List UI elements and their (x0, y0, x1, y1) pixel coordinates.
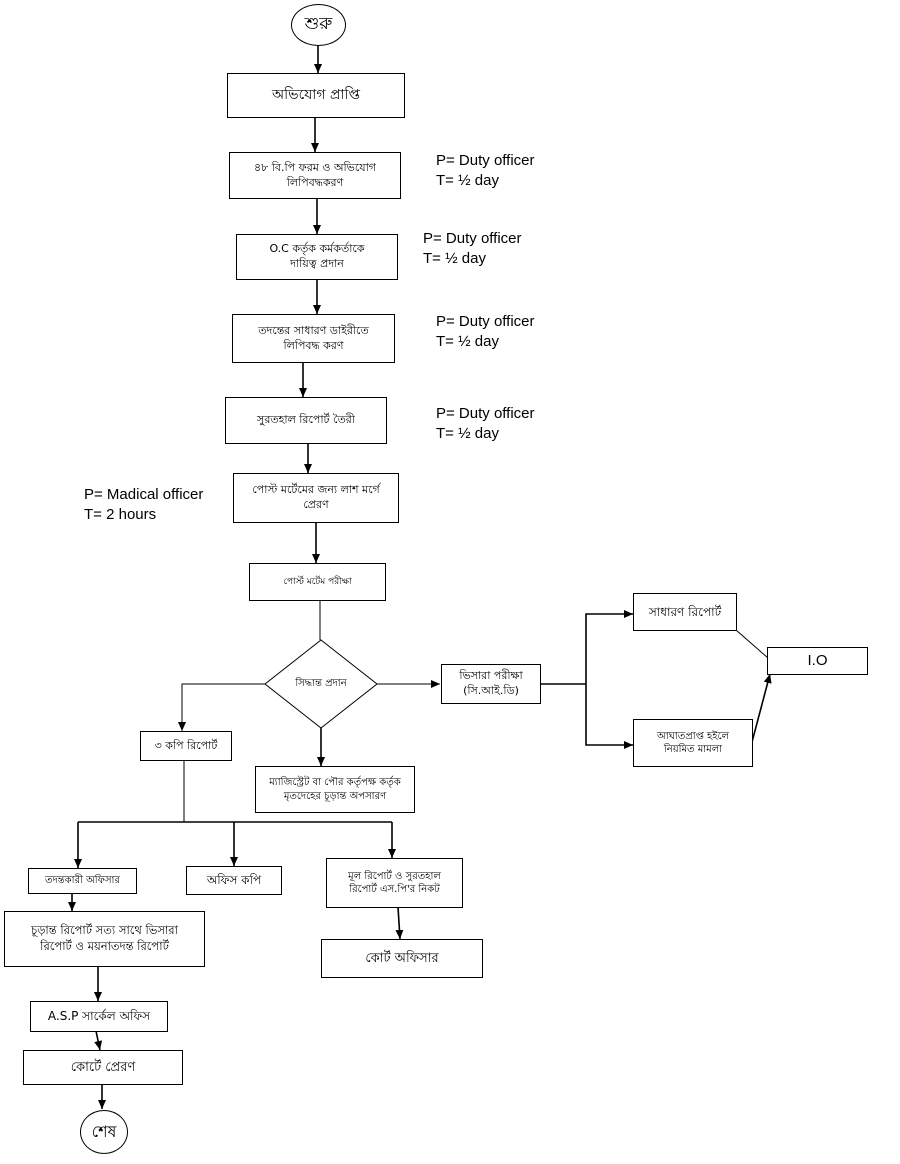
arrow-branch-general (585, 610, 633, 684)
arrow-branch-injury (585, 684, 633, 749)
arrow-originalreport-courtofficer (395, 906, 404, 940)
note-time: T= ½ day (436, 425, 499, 442)
step-general-diary-entry: তদন্তের সাধারণ ডাইরীতে লিপিবদ্ধ করণ (232, 314, 395, 363)
arrow-decision-threecopy (178, 683, 265, 731)
note-person: P= Duty officer (436, 405, 535, 422)
step-magistrate-disposal: ম্যাজিস্ট্রেট বা পৌর কর্তৃপক্ষ কর্তৃক মৃ… (255, 766, 415, 813)
start-node: শুরু (291, 4, 346, 46)
decision-diamond (264, 639, 378, 729)
step-three-copy-report: ৩ কপি রিপোর্ট (140, 731, 232, 761)
note-morgue: P= Madical officer T= 2 hours (84, 485, 203, 525)
step-send-to-morgue: পোস্ট মর্টেমের জন্য লাশ মর্গে প্রেরণ (233, 473, 399, 523)
note-gd-entry: P= Duty officer T= ½ day (436, 312, 535, 352)
line-general-io (735, 629, 769, 659)
note-bp-form: P= Duty officer T= ½ day (436, 151, 535, 191)
note-inquest: P= Duty officer T= ½ day (436, 404, 535, 444)
step-oc-assign-officer: O.C কর্তৃক কর্মকর্তাকে দায়িত্ব প্রদান (236, 234, 398, 280)
note-person: P= Duty officer (436, 152, 535, 169)
step-send-to-court: কোর্টে প্রেরণ (23, 1050, 183, 1085)
step-court-officer: কোর্ট অফিসার (321, 939, 483, 978)
decision-label: সিদ্ধান্ত প্রদান (295, 677, 347, 689)
io-box: I.O (767, 647, 868, 675)
step-investigating-officer: তদন্তকারী অফিসার (28, 868, 137, 894)
step-bp-form-entry: ৪৮ বি.পি ফরম ও অভিযোগ লিপিবদ্ধকরণ (229, 152, 401, 199)
note-time: T= 2 hours (84, 506, 157, 523)
step-asp-circle-office: A.S.P সার্কেল অফিস (30, 1001, 168, 1032)
step-postmortem-exam: পোর্স্ট মর্টেম পরীক্ষা (249, 563, 386, 601)
note-oc-assign: P= Duty officer T= ½ day (423, 229, 522, 269)
step-injury-regular-case: আঘাতপ্রাপ্ত হইলে নিয়মিত মামলা (633, 719, 753, 767)
note-time: T= ½ day (436, 333, 499, 350)
arrow-injury-io (751, 673, 772, 743)
step-general-report: সাধারণ রিপোর্ট (633, 593, 737, 631)
note-person: P= Duty officer (423, 230, 522, 247)
step-office-copy: অফিস কপি (186, 866, 282, 895)
arrow-asp-court (94, 1030, 103, 1051)
step-viscera-test: ভিসারা পরীক্ষা (সি.আই.ডি) (441, 664, 541, 704)
note-person: P= Madical officer (84, 486, 204, 503)
note-time: T= ½ day (423, 250, 486, 267)
note-time: T= ½ day (436, 172, 499, 189)
step-complaint-received: অভিযোগ প্রাপ্তি (227, 73, 405, 118)
note-person: P= Duty officer (436, 313, 535, 330)
step-inquest-report: সুরতহাল রিপোর্ট তৈরী (225, 397, 387, 444)
step-final-report: চূড়ান্ত রিপোর্ট সত্য সাথে ভিসারা রিপোর্… (4, 911, 205, 967)
end-node: শেষ (80, 1110, 128, 1154)
step-original-report-to-sp: মূল রিপোর্ট ও সুরতহাল রিপোর্ট এস.পি'র নি… (326, 858, 463, 908)
